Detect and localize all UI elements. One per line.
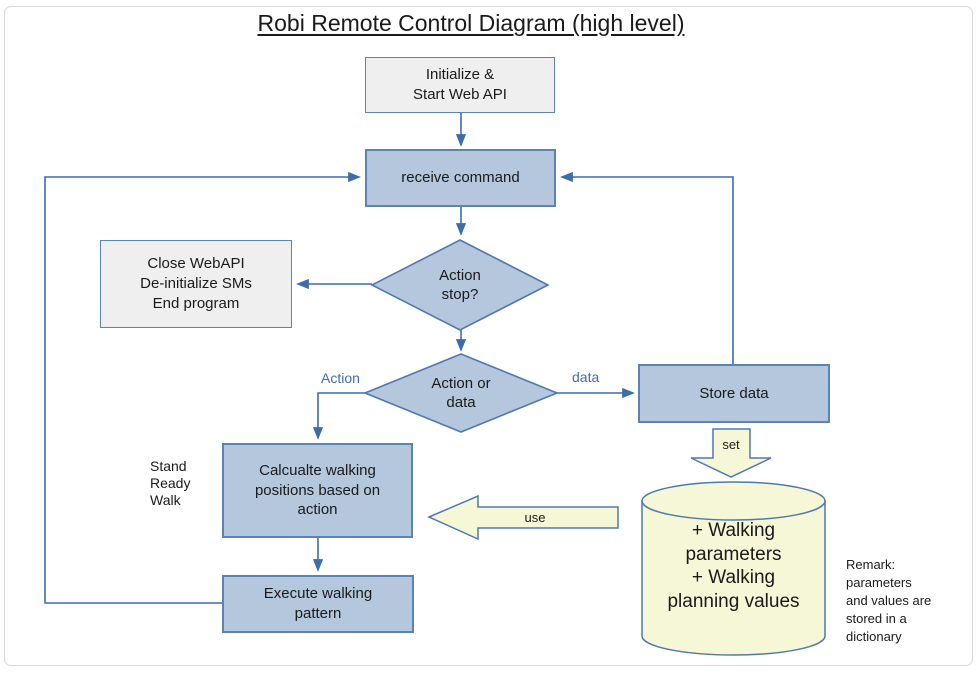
node-initialize-start-webapi: Initialize & Start Web API [365, 57, 555, 113]
dictionary-remark-note: Remark: parameters and values are stored… [846, 557, 932, 644]
node-calculate-walking-positions: Calcualte walking positions based on act… [222, 443, 413, 538]
stand-ready-walk-note: Stand Ready Walk [150, 458, 191, 509]
walking-datastore-cylinder-top [641, 481, 826, 521]
node-execute-walking-pattern: Execute walking pattern [222, 575, 414, 633]
walking-datastore-cylinder-body [641, 500, 826, 656]
use-arrow-label: use [524, 509, 546, 525]
action-branch-label: Action [321, 370, 360, 386]
action-or-data-diamond-label: Action or data [431, 374, 491, 412]
connector-action-branch [312, 392, 365, 440]
use-block-arrow [427, 494, 619, 541]
node-store-data: Store data [638, 364, 830, 423]
data-branch-label: data [572, 369, 600, 385]
set-arrow-label: set [722, 436, 740, 452]
node-close-webapi-end-program: Close WebAPI De-initialize SMs End progr… [100, 240, 292, 328]
walking-datastore-label: + Walking parameters + Walking planning … [667, 520, 800, 612]
diagram-title: Robi Remote Control Diagram (high level) [257, 10, 685, 36]
action-stop-diamond [370, 239, 550, 331]
connector-store-to-receive [560, 171, 734, 364]
action-or-data-diamond [362, 353, 560, 433]
action-stop-diamond-label: Action stop? [439, 266, 481, 304]
connector-execute-to-receive [44, 171, 361, 604]
node-receive-command: receive command [365, 149, 556, 207]
set-block-arrow [690, 428, 772, 478]
